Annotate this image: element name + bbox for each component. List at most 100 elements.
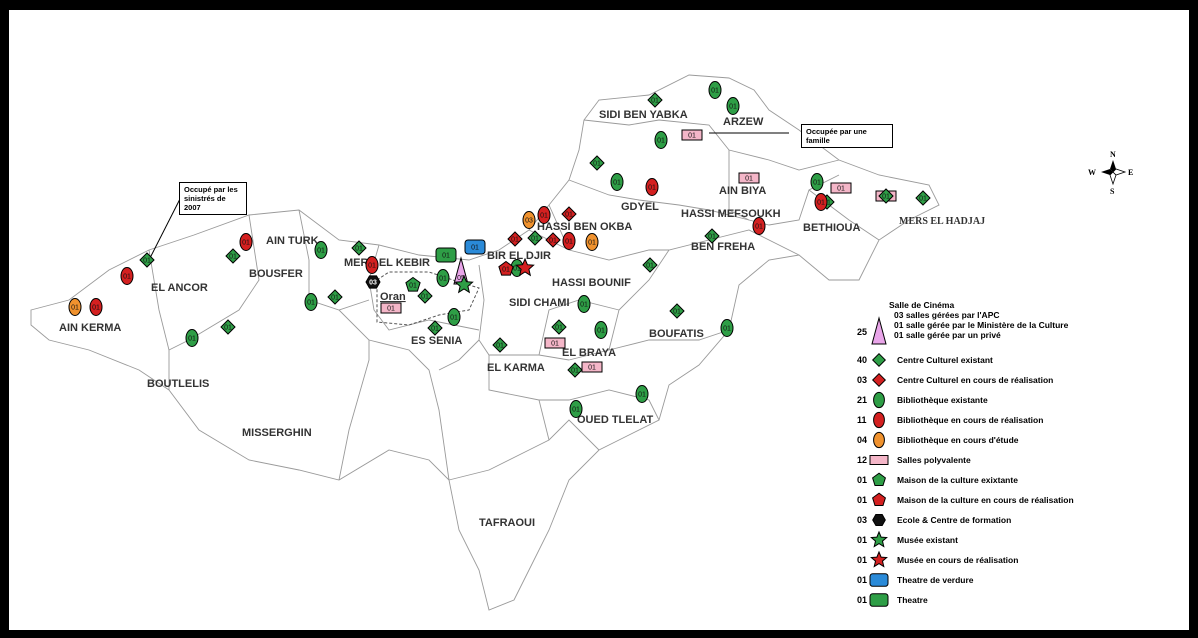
marker-label: 01 <box>188 336 196 343</box>
marker-diamond: 01 <box>527 230 543 246</box>
label-es-senia: ES SENIA <box>411 335 462 347</box>
marker-ellipse: 01 <box>810 173 824 191</box>
legend-label: Musée en cours de réalisation <box>897 555 1018 565</box>
legend-symbol <box>873 411 885 429</box>
legend-count: 11 <box>857 415 867 425</box>
marker-diamond: 01 <box>642 257 658 273</box>
marker-diamond: 01 <box>507 231 523 247</box>
marker-label: 05 <box>457 275 465 282</box>
compass-rose: N S E W <box>1088 150 1133 196</box>
marker-label: 01 <box>755 224 763 231</box>
marker-label: 01 <box>549 238 557 245</box>
marker-diamond: 01 <box>878 188 894 204</box>
marker-label: 01 <box>123 274 131 281</box>
marker-label: 01 <box>813 180 821 187</box>
marker-ellipse: 01 <box>365 256 379 274</box>
marker-label: 01 <box>513 266 521 273</box>
marker-ellipse: 01 <box>120 267 134 285</box>
marker-label: 03 <box>525 218 533 225</box>
marker-label: 01 <box>565 239 573 246</box>
marker-label: 01 <box>224 325 232 332</box>
label-hassi-bounif: HASSI BOUNIF <box>552 277 631 289</box>
label-tafraoui: TAFRAOUI <box>479 517 535 529</box>
marker-label: 01 <box>71 305 79 312</box>
marker-ellipse: 01 <box>752 217 766 235</box>
compass-e: E <box>1128 168 1133 177</box>
note-occupied-sinistres: Occupé par les sinistrés de 2007 <box>179 182 247 215</box>
marker-ellipse: 01 <box>569 400 583 418</box>
marker-ellipse: 01 <box>814 193 828 211</box>
label-el-karma: EL KARMA <box>487 362 545 374</box>
marker-diamond: 01 <box>647 92 663 108</box>
legend-label: Salles polyvalente <box>897 455 971 465</box>
marker-diamond: 01 <box>915 190 931 206</box>
marker-roundrect: 01 <box>464 239 486 255</box>
marker-ellipse: 01 <box>708 81 722 99</box>
marker-label: 01 <box>502 267 510 274</box>
marker-label: 01 <box>646 263 654 270</box>
marker-ellipse: 01 <box>436 269 450 287</box>
label-ain-turk: AIN TURK <box>266 235 319 247</box>
marker-label: 01 <box>317 248 325 255</box>
marker-rect: 01 <box>738 172 760 184</box>
note-occupied-family: Occupée par une famille <box>801 124 893 148</box>
marker-label: 01 <box>496 343 504 350</box>
marker-label: 01 <box>431 326 439 333</box>
label-hassi-mefsoukh: HASSI MEFSOUKH <box>681 208 781 220</box>
marker-label: 01 <box>648 185 656 192</box>
marker-rect: 01 <box>581 361 603 373</box>
legend-symbol <box>871 372 887 388</box>
marker-diamond: 01 <box>427 320 443 336</box>
border <box>538 299 620 356</box>
border <box>528 229 800 261</box>
marker-roundrect: 01 <box>435 247 457 263</box>
marker-star <box>515 257 535 277</box>
legend-label: Musée existant <box>897 535 958 545</box>
marker-pentagon: 01 <box>498 260 514 276</box>
marker-label: 01 <box>565 212 573 219</box>
marker-diamond: 01 <box>417 288 433 304</box>
legend-count: 03 <box>857 515 867 525</box>
legend-symbol <box>873 391 885 409</box>
marker-label: 01 <box>688 133 696 140</box>
label-oued-tlelat: OUED TLELAT <box>577 414 653 426</box>
marker-ellipse: 01 <box>68 298 82 316</box>
marker-label: 01 <box>551 341 559 348</box>
border <box>168 214 260 351</box>
marker-diamond: 01 <box>225 248 241 264</box>
marker-ellipse: 01 <box>239 233 253 251</box>
marker-label: 01 <box>450 315 458 322</box>
marker-label: 01 <box>593 161 601 168</box>
label-mers-el-kebir: MERS EL KEBIR <box>344 257 430 269</box>
marker-ellipse: 01 <box>314 241 328 259</box>
legend-count: 01 <box>857 535 867 545</box>
marker-label: 01 <box>439 276 447 283</box>
marker-label: 01 <box>657 138 665 145</box>
legend-symbol <box>871 352 887 368</box>
legend-count: 21 <box>857 395 867 405</box>
marker-label: 01 <box>307 300 315 307</box>
label-bousfer: BOUSFER <box>249 268 303 280</box>
label-ain-kerma: AIN KERMA <box>59 322 121 334</box>
label-mers-el-hadjaj: MERS EL HADJAJ <box>899 216 985 227</box>
label-ain-biya: AIN BIYA <box>719 185 766 197</box>
legend-label: Ecole & Centre de formation <box>897 515 1011 525</box>
marker-label: 01 <box>723 326 731 333</box>
marker-rect: 01 <box>830 182 852 194</box>
legend-label: Theatre de verdure <box>897 575 974 585</box>
marker-label: 01 <box>421 294 429 301</box>
marker-rect: 01 <box>681 129 703 141</box>
marker-label: 01 <box>572 407 580 414</box>
marker-diamond: 01 <box>139 252 155 268</box>
